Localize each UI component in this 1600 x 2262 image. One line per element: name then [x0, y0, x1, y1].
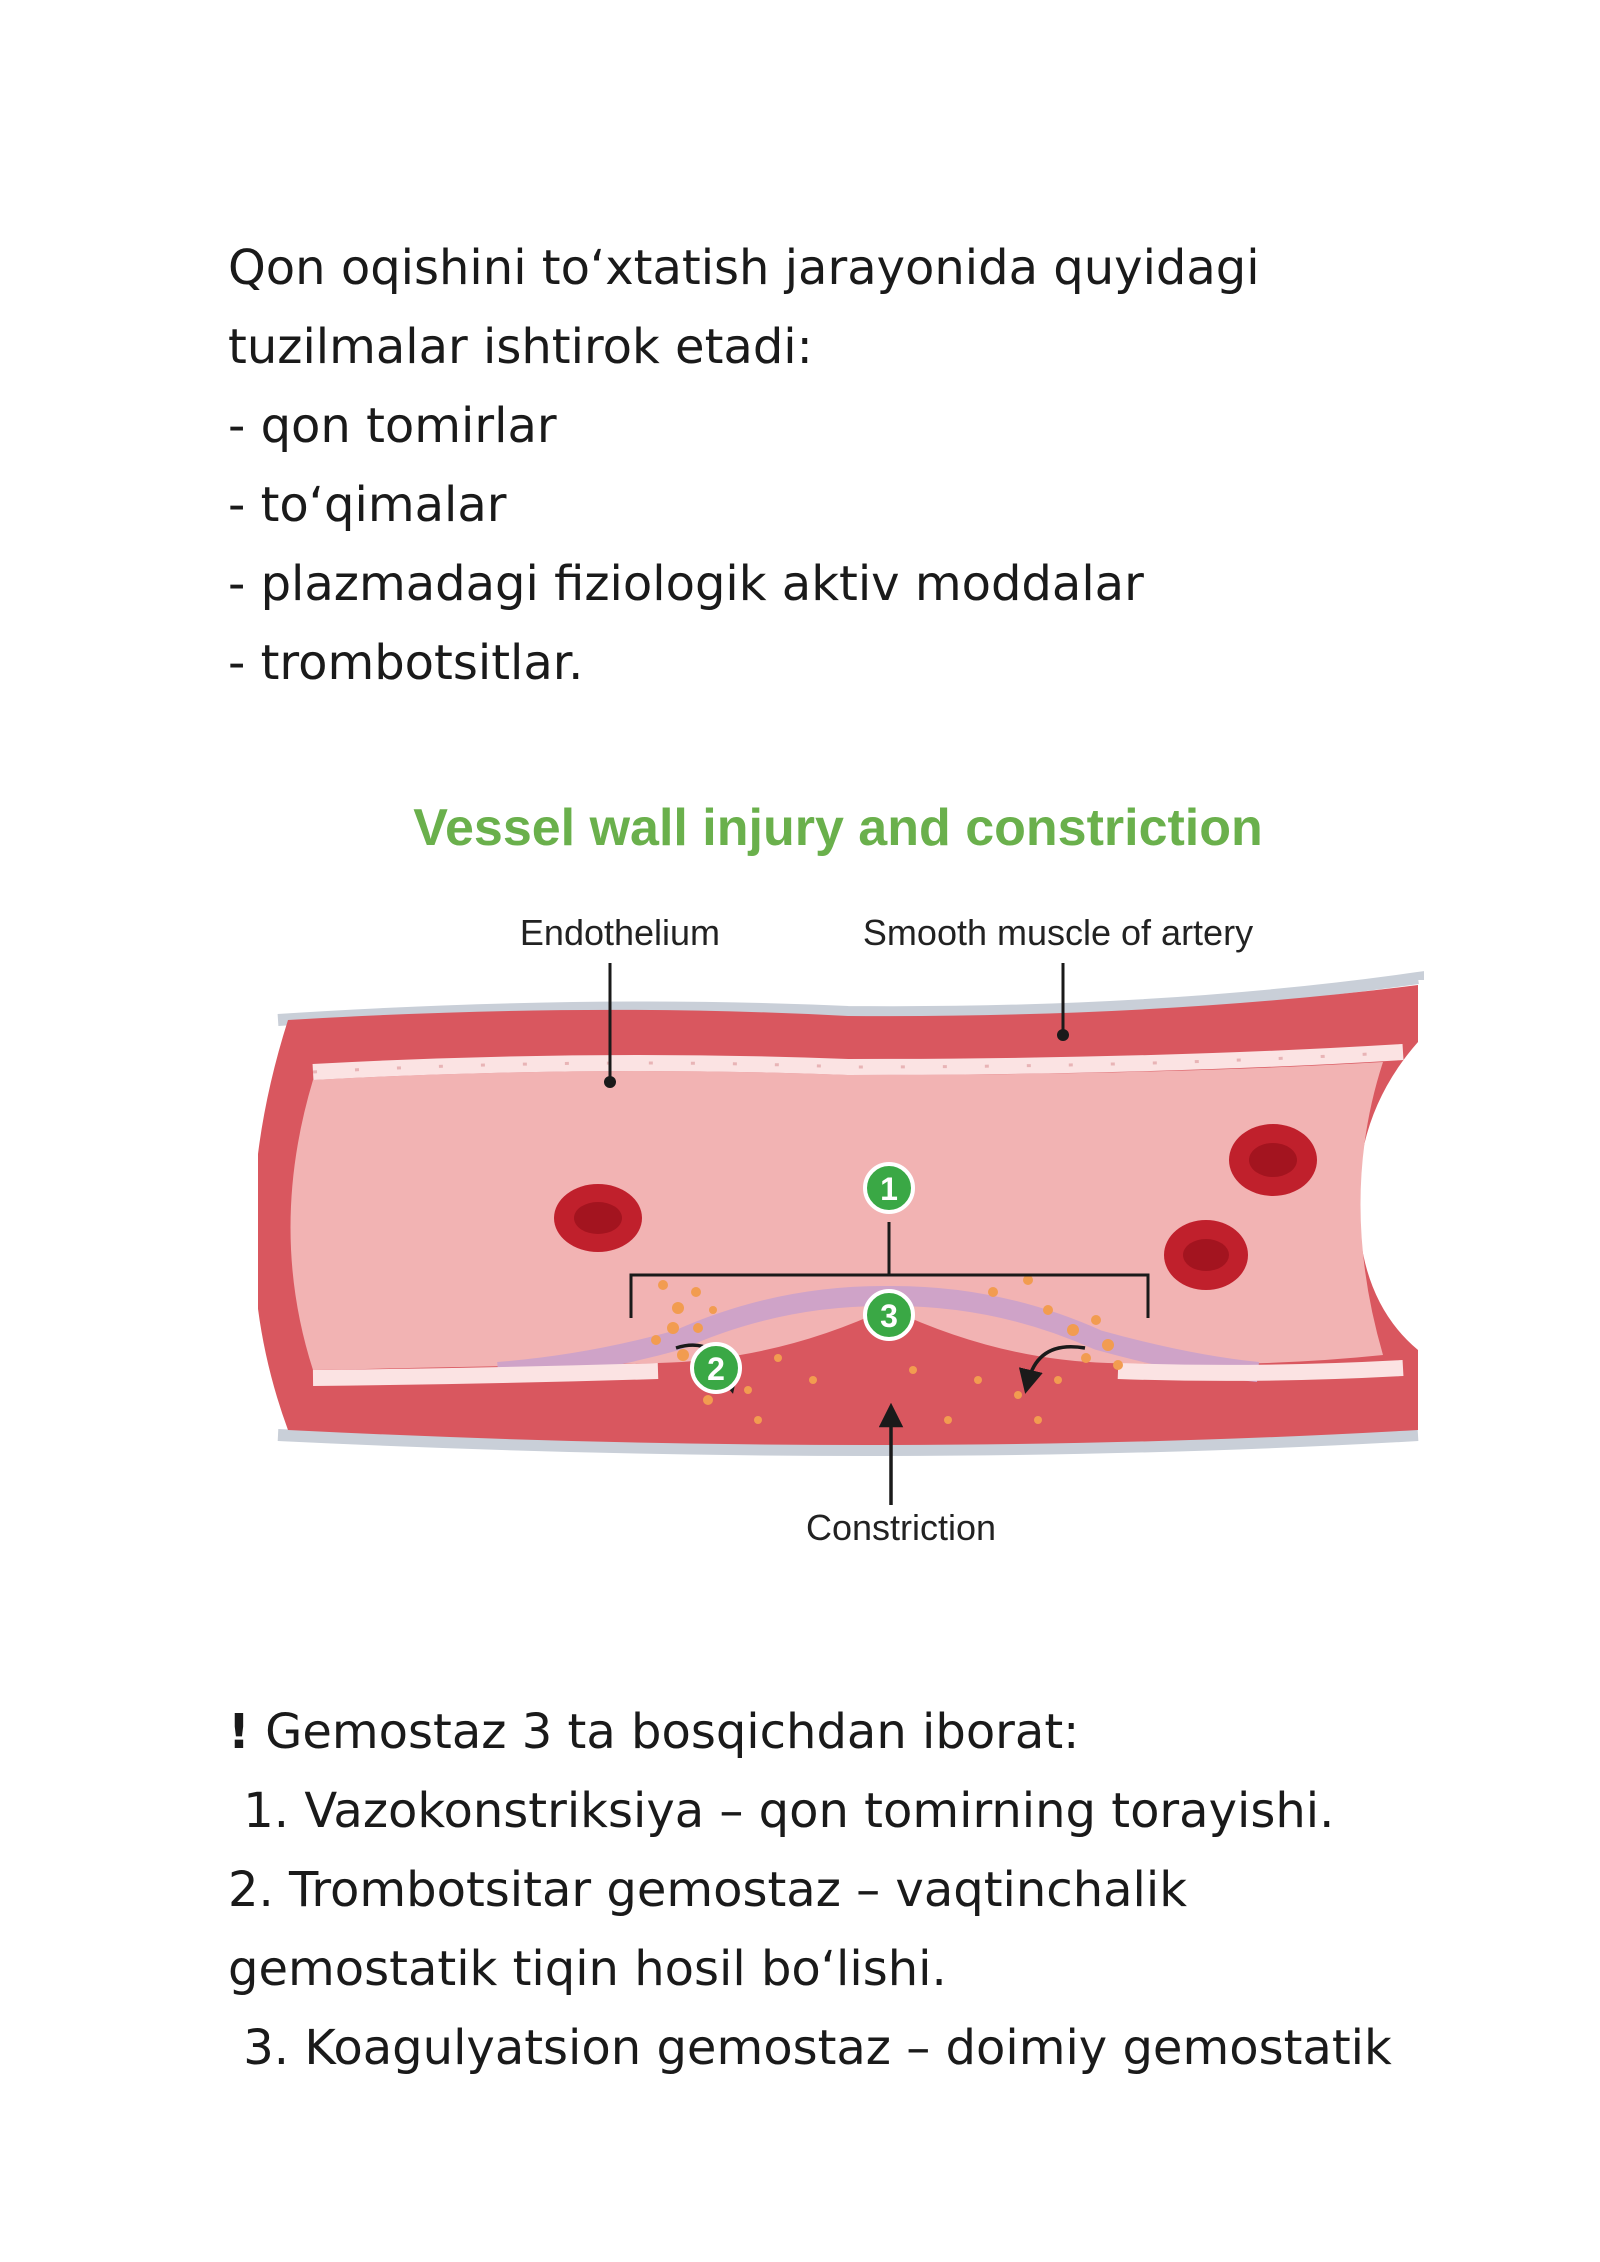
label-smooth-muscle: Smooth muscle of artery	[863, 912, 1253, 953]
stages-heading: ! Gemostaz 3 ta bosqichdan iborat:	[228, 1693, 1528, 1772]
vessel-outer-edge	[277, 971, 1424, 1457]
vessel-lumen	[290, 1062, 1383, 1370]
marker-1: 1	[863, 1162, 915, 1214]
intro-text: Qon oqishini to‘xtatish jarayonida quyid…	[228, 229, 1528, 703]
marker-2: 2	[690, 1342, 742, 1394]
marker-1-bracket	[629, 1222, 1150, 1318]
intro-list-item: - to‘qimalar	[228, 477, 507, 533]
endothelium-bottom	[312, 1360, 1404, 1386]
stage-item: 1. Vazokonstriksiya – qon tomirning tora…	[228, 1783, 1335, 1839]
pointer-endothelium-dot	[604, 1076, 616, 1088]
intro-line: Qon oqishini to‘xtatish jarayonida quyid…	[228, 240, 1260, 296]
label-constriction: Constriction	[806, 1507, 996, 1548]
marker-3-number: 3	[880, 1298, 898, 1334]
platelet-cluster-right	[909, 1275, 1123, 1424]
marker-2-number: 2	[707, 1351, 725, 1387]
red-blood-cell	[554, 1184, 642, 1252]
intro-line: tuzilmalar ishtirok etadi:	[228, 319, 813, 375]
red-blood-cell	[1164, 1220, 1248, 1290]
label-endothelium: Endothelium	[520, 912, 720, 953]
stage-item-continuation: gemostatik tiqin hosil bo‘lishi.	[228, 1941, 947, 1997]
intro-list-item: - plazmadagi fiziologik aktiv moddalar	[228, 556, 1144, 612]
endothelium-top-dashes	[312, 1050, 1404, 1074]
red-blood-cell	[1229, 1124, 1317, 1196]
intro-list-item: - trombotsitlar.	[228, 635, 584, 691]
platelet-cluster-left	[651, 1280, 817, 1424]
pointer-smooth-muscle-dot	[1057, 1029, 1069, 1041]
vessel-diagram: Vessel wall injury and constriction Endo…	[258, 780, 1438, 1580]
vessel-diagram-svg: Vessel wall injury and constriction Endo…	[258, 799, 1424, 1548]
arrow-right-curve	[1018, 1345, 1086, 1394]
stage-item: 2. Trombotsitar gemostaz – vaqtinchalik	[228, 1862, 1187, 1918]
stage-item: 3. Koagulyatsion gemostaz – doimiy gemos…	[228, 2020, 1392, 2076]
stages-heading-text: Gemostaz 3 ta bosqichdan iborat:	[249, 1704, 1080, 1760]
diagram-title: Vessel wall injury and constriction	[413, 799, 1263, 857]
marker-1-number: 1	[880, 1171, 898, 1207]
exclamation-icon: !	[228, 1704, 250, 1760]
stages-text: ! Gemostaz 3 ta bosqichdan iborat: 1. Va…	[228, 1693, 1528, 2088]
marker-3: 3	[863, 1289, 915, 1341]
intro-list-item: - qon tomirlar	[228, 398, 557, 454]
